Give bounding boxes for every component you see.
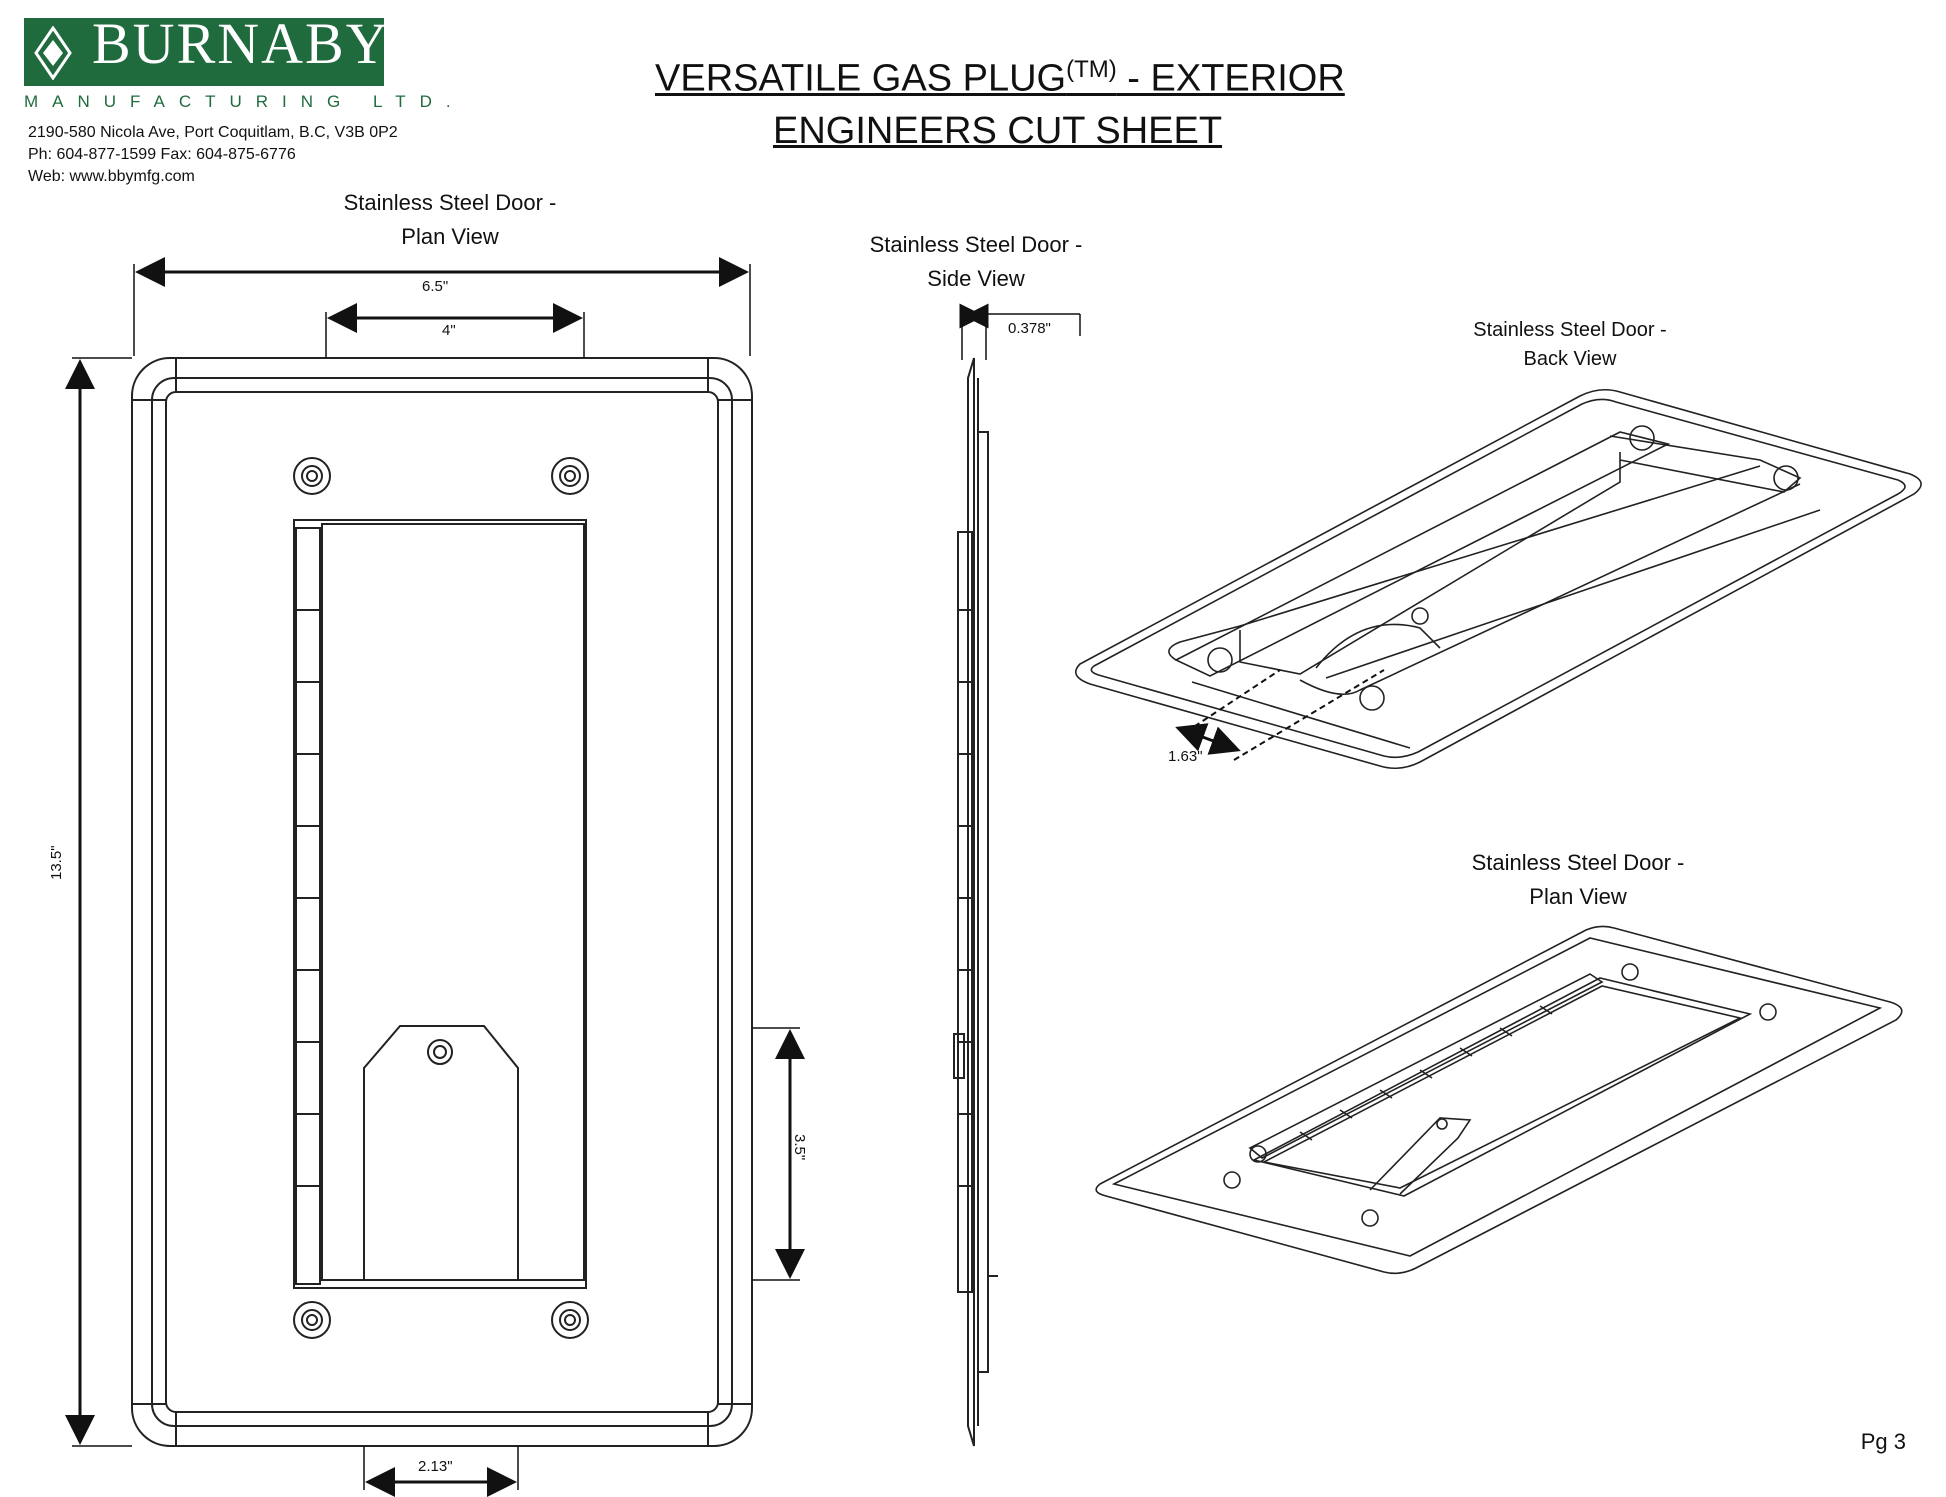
dim-overall-height: 13.5" [48, 845, 65, 880]
dim-opening-width: 4" [442, 322, 456, 339]
plan-view-label: Stainless Steel Door -Plan View [343, 190, 557, 249]
back-view-drawing [1074, 388, 1922, 770]
back-view-dimensions [1175, 669, 1385, 761]
plan-view-drawing [131, 357, 753, 1447]
company-logo [24, 18, 384, 86]
logo-subtitle: MANUFACTURING LTD. [24, 92, 465, 111]
dim-overall-width: 6.5" [422, 278, 449, 295]
company-web: Web: www.bbymfg.com [28, 168, 195, 185]
side-view-dimensions [959, 303, 1081, 360]
side-view-drawing [953, 357, 998, 1447]
sheet-title-line2: ENGINEERS CUT SHEET [773, 110, 1223, 152]
iso-plan-view-drawing [1095, 925, 1903, 1275]
dim-tab-height: 3.5" [791, 1134, 808, 1161]
plan-view-dimensions [65, 257, 805, 1497]
dim-thickness: 0.378" [1008, 320, 1051, 337]
dim-tab-width: 2.13" [418, 1458, 453, 1475]
company-address: 2190-580 Nicola Ave, Port Coquitlam, B.C… [28, 124, 398, 141]
back-view-label: Stainless Steel Door -Back View [1473, 319, 1667, 370]
logo-diamond-icon [34, 26, 72, 80]
side-view-label: Stainless Steel Door -Side View [869, 232, 1083, 291]
logo-wordmark: BURNABY [92, 11, 390, 76]
company-phone-fax: Ph: 604-877-1599 Fax: 604-875-6776 [28, 146, 296, 163]
iso-plan-view-label: Stainless Steel Door -Plan View [1471, 850, 1685, 909]
sheet-title-line1: VERSATILE GAS PLUG(TM) - EXTERIOR [655, 56, 1345, 100]
page-number: Pg 3 [1860, 1429, 1906, 1454]
dim-back-depth: 1.63" [1168, 748, 1203, 765]
